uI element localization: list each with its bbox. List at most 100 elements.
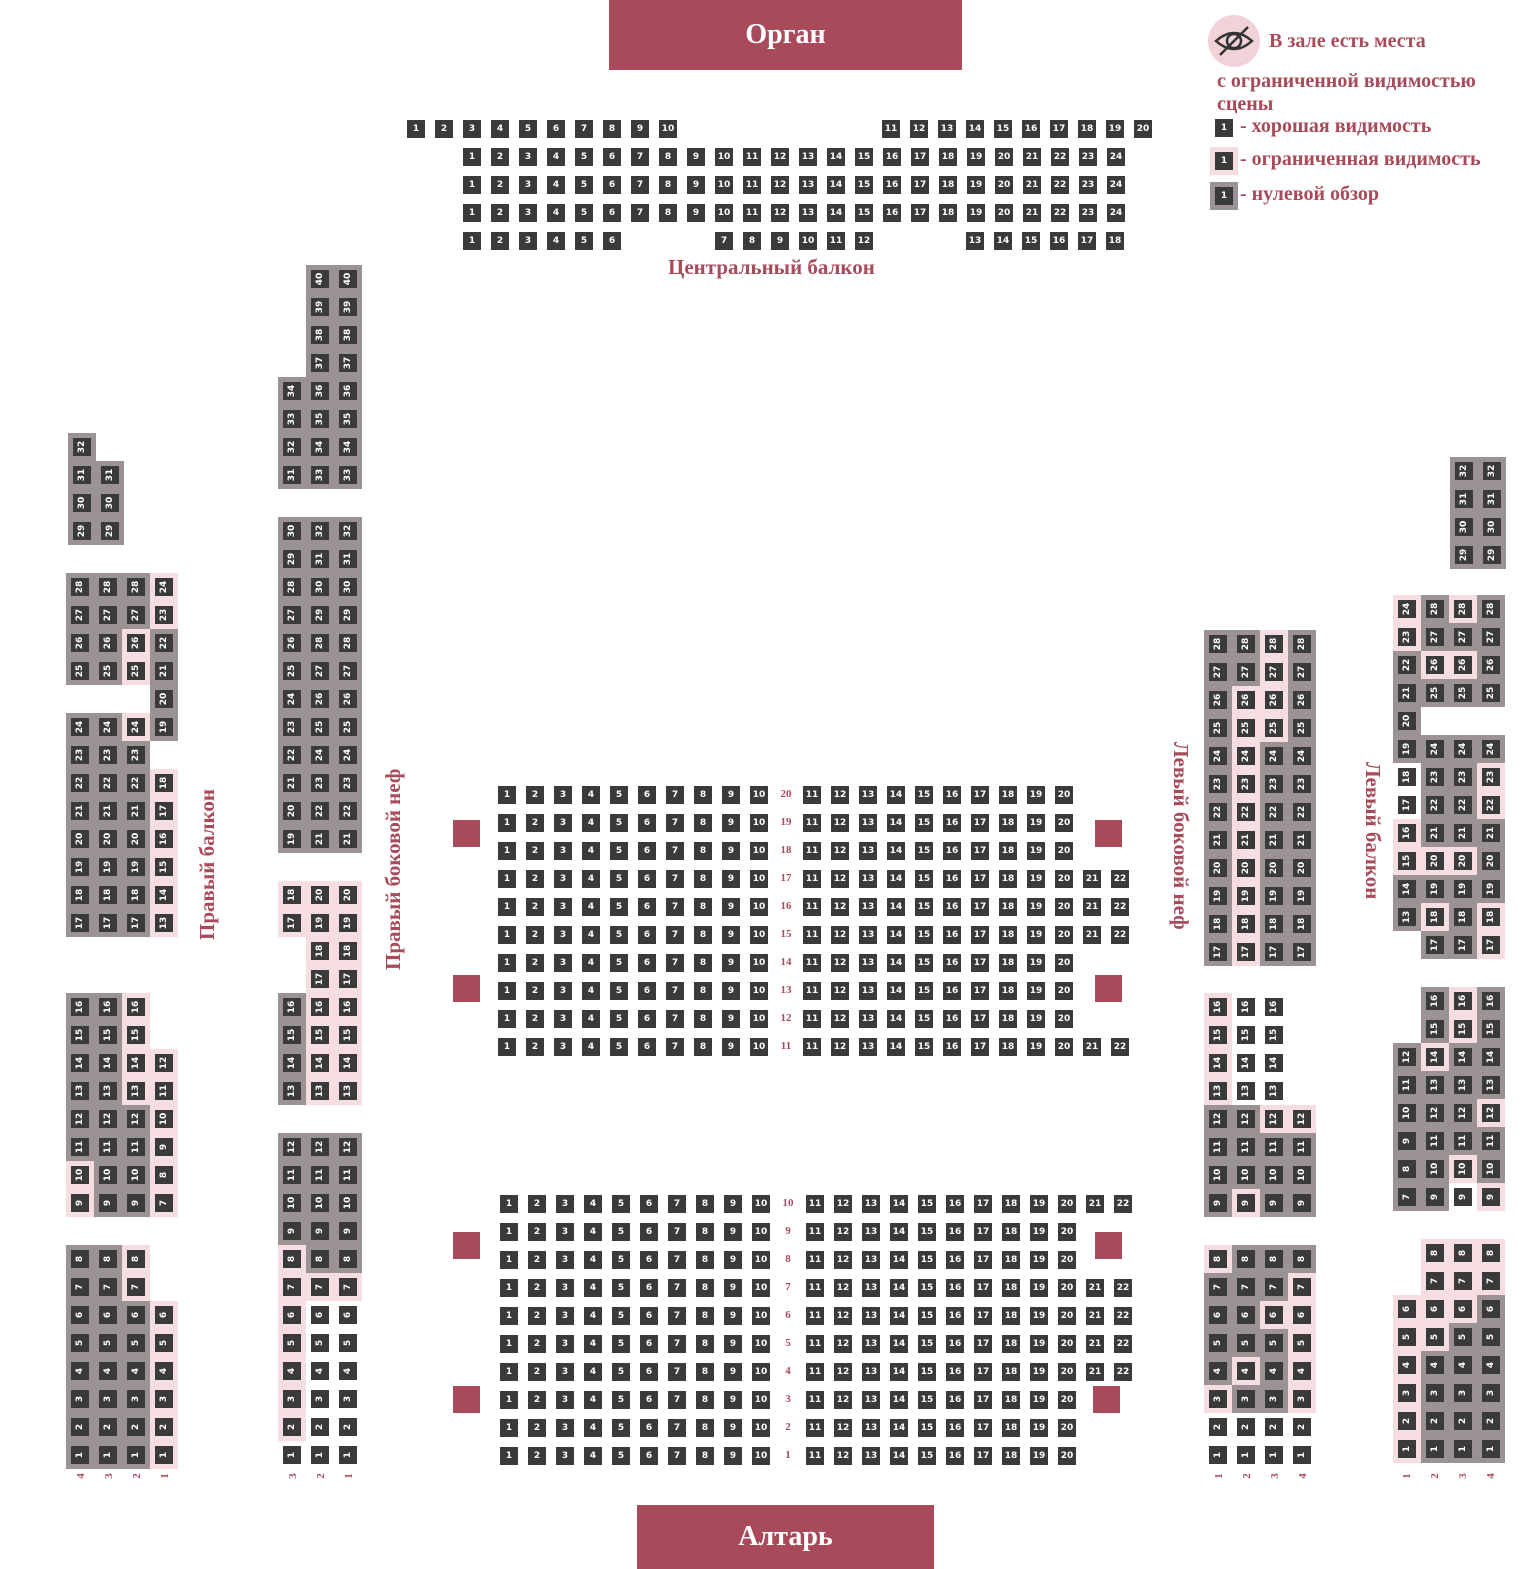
- seat[interactable]: 15: [311, 1026, 329, 1044]
- seat[interactable]: 13: [859, 842, 877, 860]
- seat[interactable]: 15: [1265, 1026, 1283, 1044]
- seat[interactable]: 1: [500, 1307, 518, 1325]
- seat[interactable]: 9: [1209, 1194, 1227, 1212]
- seat[interactable]: 18: [939, 176, 957, 194]
- seat[interactable]: 14: [890, 1419, 908, 1437]
- seat[interactable]: 21: [155, 662, 173, 680]
- seat[interactable]: 2: [1209, 1418, 1227, 1436]
- seat[interactable]: 8: [694, 786, 712, 804]
- seat[interactable]: 4: [547, 148, 565, 166]
- seat[interactable]: 7: [668, 1223, 686, 1241]
- seat[interactable]: 10: [71, 1166, 89, 1184]
- seat[interactable]: 28: [1293, 635, 1311, 653]
- seat[interactable]: 6: [640, 1363, 658, 1381]
- seat[interactable]: 5: [610, 898, 628, 916]
- seat[interactable]: 12: [1209, 1110, 1227, 1128]
- seat[interactable]: 20: [1426, 852, 1444, 870]
- seat[interactable]: 15: [915, 982, 933, 1000]
- seat[interactable]: 17: [971, 982, 989, 1000]
- seat[interactable]: 22: [1482, 796, 1500, 814]
- seat[interactable]: 26: [1265, 691, 1283, 709]
- seat[interactable]: 7: [668, 1391, 686, 1409]
- seat[interactable]: 15: [127, 1026, 145, 1044]
- seat[interactable]: 7: [1398, 1188, 1416, 1206]
- seat[interactable]: 36: [339, 382, 357, 400]
- seat[interactable]: 1: [463, 176, 481, 194]
- seat[interactable]: 3: [554, 814, 572, 832]
- seat[interactable]: 10: [752, 1223, 770, 1241]
- seat[interactable]: 24: [1482, 740, 1500, 758]
- seat[interactable]: 3: [554, 1010, 572, 1028]
- seat[interactable]: 22: [1111, 1038, 1129, 1056]
- seat[interactable]: 8: [659, 204, 677, 222]
- seat[interactable]: 16: [99, 998, 117, 1016]
- seat[interactable]: 22: [1111, 898, 1129, 916]
- seat[interactable]: 5: [575, 176, 593, 194]
- seat[interactable]: 13: [859, 786, 877, 804]
- seat[interactable]: 22: [1051, 176, 1069, 194]
- seat[interactable]: 17: [1209, 943, 1227, 961]
- seat[interactable]: 6: [1426, 1300, 1444, 1318]
- seat[interactable]: 13: [862, 1447, 880, 1465]
- seat[interactable]: 9: [339, 1222, 357, 1240]
- seat[interactable]: 28: [1209, 635, 1227, 653]
- seat[interactable]: 9: [724, 1447, 742, 1465]
- seat[interactable]: 1: [498, 786, 516, 804]
- seat[interactable]: 22: [1111, 870, 1129, 888]
- seat[interactable]: 16: [1050, 232, 1068, 250]
- seat[interactable]: 27: [1209, 663, 1227, 681]
- seat[interactable]: 25: [311, 718, 329, 736]
- seat[interactable]: 26: [283, 634, 301, 652]
- seat[interactable]: 6: [155, 1306, 173, 1324]
- seat[interactable]: 13: [71, 1082, 89, 1100]
- seat[interactable]: 19: [1030, 1195, 1048, 1213]
- seat[interactable]: 5: [610, 926, 628, 944]
- seat[interactable]: 27: [1426, 628, 1444, 646]
- seat[interactable]: 11: [803, 1038, 821, 1056]
- seat[interactable]: 13: [859, 898, 877, 916]
- seat[interactable]: 6: [339, 1306, 357, 1324]
- seat[interactable]: 10: [750, 898, 768, 916]
- seat[interactable]: 9: [1265, 1194, 1283, 1212]
- seat[interactable]: 11: [99, 1138, 117, 1156]
- seat[interactable]: 15: [915, 1010, 933, 1028]
- seat[interactable]: 13: [862, 1223, 880, 1241]
- seat[interactable]: 20: [1055, 814, 1073, 832]
- seat[interactable]: 8: [696, 1419, 714, 1437]
- seat[interactable]: 11: [806, 1363, 824, 1381]
- seat[interactable]: 11: [1398, 1076, 1416, 1094]
- seat[interactable]: 3: [556, 1279, 574, 1297]
- seat[interactable]: 27: [1265, 663, 1283, 681]
- seat[interactable]: 10: [1398, 1104, 1416, 1122]
- seat[interactable]: 16: [946, 1363, 964, 1381]
- seat[interactable]: 8: [1426, 1244, 1444, 1262]
- seat[interactable]: 4: [582, 926, 600, 944]
- seat[interactable]: 24: [1293, 747, 1311, 765]
- seat[interactable]: 20: [995, 176, 1013, 194]
- seat[interactable]: 17: [974, 1195, 992, 1213]
- seat[interactable]: 11: [806, 1279, 824, 1297]
- seat[interactable]: 7: [1426, 1272, 1444, 1290]
- seat[interactable]: 27: [311, 662, 329, 680]
- seat[interactable]: 16: [155, 830, 173, 848]
- seat[interactable]: 16: [1237, 998, 1255, 1016]
- seat[interactable]: 26: [99, 634, 117, 652]
- seat[interactable]: 23: [1209, 775, 1227, 793]
- seat[interactable]: 20: [1055, 982, 1073, 1000]
- seat[interactable]: 13: [862, 1251, 880, 1269]
- seat[interactable]: 21: [1482, 824, 1500, 842]
- seat[interactable]: 6: [640, 1251, 658, 1269]
- seat[interactable]: 3: [556, 1419, 574, 1437]
- seat[interactable]: 3: [99, 1390, 117, 1408]
- seat[interactable]: 15: [918, 1307, 936, 1325]
- seat[interactable]: 11: [827, 232, 845, 250]
- seat[interactable]: 8: [1237, 1250, 1255, 1268]
- seat[interactable]: 8: [696, 1391, 714, 1409]
- seat[interactable]: 9: [1398, 1132, 1416, 1150]
- seat[interactable]: 4: [1293, 1362, 1311, 1380]
- seat[interactable]: 22: [1426, 796, 1444, 814]
- seat[interactable]: 20: [311, 886, 329, 904]
- seat[interactable]: 2: [526, 1038, 544, 1056]
- seat[interactable]: 20: [1058, 1223, 1076, 1241]
- seat[interactable]: 23: [283, 718, 301, 736]
